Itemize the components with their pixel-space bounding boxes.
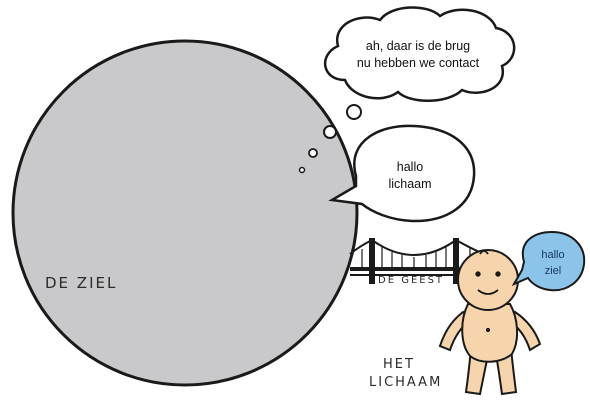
soul-speech-line-2: lichaam: [388, 177, 431, 191]
body-speech-line-1: hallo: [541, 249, 564, 261]
soul-circle: [11, 39, 359, 387]
soul-speech-line-1: hallo: [397, 160, 423, 174]
thought-dot-small: [298, 166, 306, 174]
thought-line-1: ah, daar is de brug: [366, 39, 470, 53]
body-label-line-1: HET: [383, 357, 415, 372]
body-speech-line-2: ziel: [545, 265, 562, 277]
thought-dot-large: [323, 125, 337, 139]
soul-speech-bubble: [328, 124, 476, 223]
body-speech-bubble: [511, 230, 586, 292]
body-face: [475, 250, 501, 333]
thought-line-2: nu hebben we contact: [357, 56, 480, 70]
body-figure: [438, 249, 542, 396]
thought-dot-medium: [308, 148, 318, 158]
thought-dot-xlarge: [346, 104, 362, 120]
mind-label: DE GEEST: [378, 275, 444, 286]
body-label-line-2: LICHAAM: [369, 375, 442, 390]
soul-label: DE ZIEL: [45, 274, 117, 292]
thought-cloud: [323, 6, 516, 102]
